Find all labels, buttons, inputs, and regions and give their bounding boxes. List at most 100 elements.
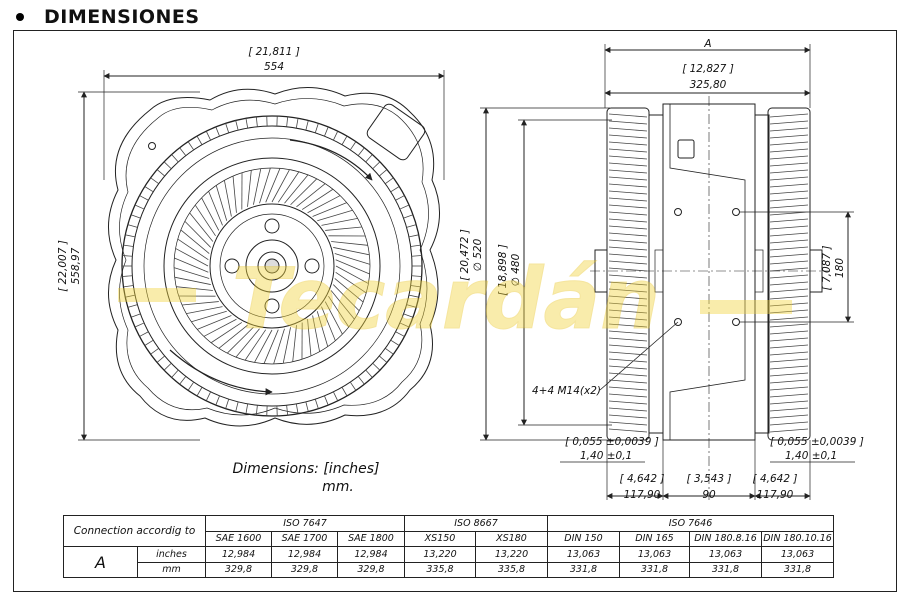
drawing-line	[324, 395, 329, 406]
drawing-line	[608, 407, 648, 412]
drawing-line	[365, 369, 373, 378]
dia-inches: [ 20,472 ]	[459, 229, 471, 281]
front-view	[78, 70, 445, 441]
drawing-line	[189, 212, 214, 242]
drawing-line	[769, 295, 809, 300]
drawing-line	[331, 241, 368, 246]
drawing-line	[235, 328, 260, 358]
table-cell: 13,063	[689, 546, 762, 563]
drawing-line	[134, 322, 145, 328]
drawing-line	[608, 372, 648, 377]
drawing-line	[226, 326, 254, 354]
table-cell: 329,8	[271, 561, 338, 578]
group-header: ISO 7646	[547, 515, 834, 532]
drawing-line	[127, 304, 138, 308]
drawing-line	[769, 414, 809, 419]
section-heading: DIMENSIONES	[10, 4, 200, 30]
dia-mm: ∅ 520	[472, 238, 484, 271]
drawing-line	[277, 171, 300, 203]
drawing-line	[769, 379, 809, 384]
drawing-line	[608, 274, 648, 279]
drawing-line	[769, 183, 809, 188]
drawing-line	[769, 407, 809, 412]
drawing-line	[324, 126, 329, 137]
drawing-line	[173, 267, 210, 279]
drawing-line	[156, 169, 166, 177]
drawing-line	[332, 284, 360, 312]
drawing-line	[608, 190, 648, 195]
rotor-teeth	[122, 116, 422, 416]
drawing-line	[177, 238, 209, 261]
drawing-frame	[13, 30, 897, 592]
drawing-line	[122, 255, 133, 257]
drawing-line	[282, 327, 291, 364]
column-header: XS180	[475, 530, 548, 547]
drawing-line	[608, 253, 648, 258]
drawing-line	[312, 315, 320, 352]
table-cell: 331,8	[547, 561, 620, 578]
drawing-line	[330, 290, 355, 320]
drawing-line	[608, 337, 648, 342]
drawing-line	[292, 325, 297, 362]
drawing-line	[144, 339, 154, 346]
column-header: SAE 1800	[337, 530, 405, 547]
drawing-line	[608, 246, 648, 251]
drawing-line	[769, 372, 809, 377]
row-label-a: A	[63, 546, 138, 578]
drawing-line	[321, 218, 358, 226]
drawing-line	[769, 323, 809, 328]
drawing-line	[395, 331, 405, 337]
flange-right-inches: [ 4,642 ]	[753, 473, 798, 485]
drawing-line	[608, 358, 648, 363]
drawing-line	[399, 204, 410, 210]
drawing-line	[225, 123, 230, 133]
drawing-line	[608, 351, 648, 356]
drawing-line	[305, 120, 309, 131]
connection-table: Connection accordig to ISO 7647 ISO 8667…	[63, 515, 834, 578]
rotor-vents	[173, 167, 371, 365]
drawing-line	[130, 313, 141, 318]
drawing-line	[325, 226, 362, 231]
flange-right-mm: 117,90	[757, 489, 794, 501]
group-header: ISO 7647	[205, 515, 405, 532]
drawing-line	[769, 218, 809, 223]
drawing-line	[208, 191, 223, 226]
drawing-line	[408, 234, 419, 238]
drawing-line	[286, 405, 289, 416]
drawing-line	[608, 316, 648, 321]
unit-label: inches	[137, 546, 206, 563]
drawing-line	[263, 329, 279, 364]
drawing-line	[317, 209, 353, 222]
drawing-line	[769, 120, 809, 125]
drawing-line	[608, 330, 648, 335]
drawing-line	[333, 247, 370, 256]
drawing-line	[385, 347, 394, 355]
drawing-line	[410, 244, 421, 247]
drawing-line	[174, 276, 211, 285]
drawing-line	[608, 120, 648, 125]
drawing-line	[254, 329, 273, 363]
drawing-line	[125, 234, 136, 238]
drawing-line	[174, 257, 209, 273]
drawing-line	[769, 155, 809, 160]
drawing-line	[769, 225, 809, 230]
drawing-line	[333, 131, 339, 141]
table-cell: 331,8	[619, 561, 690, 578]
drawing-line	[608, 162, 648, 167]
drawing-line	[769, 141, 809, 146]
side-width-mm: 325,80	[690, 79, 727, 91]
table-cell: 331,8	[689, 561, 762, 578]
drawing-line	[123, 244, 134, 247]
front-height-inches: [ 22,007 ]	[57, 240, 69, 292]
drawing-line	[608, 344, 648, 349]
drawing-line	[769, 239, 809, 244]
drawing-line	[378, 169, 388, 177]
drawing-line	[769, 190, 809, 195]
drawing-line	[769, 253, 809, 258]
drawing-line	[179, 376, 187, 385]
drawing-line	[194, 204, 216, 237]
drawing-line	[769, 421, 809, 426]
drawing-line	[321, 306, 336, 341]
drawing-line	[186, 306, 223, 314]
drawing-line	[608, 288, 648, 293]
